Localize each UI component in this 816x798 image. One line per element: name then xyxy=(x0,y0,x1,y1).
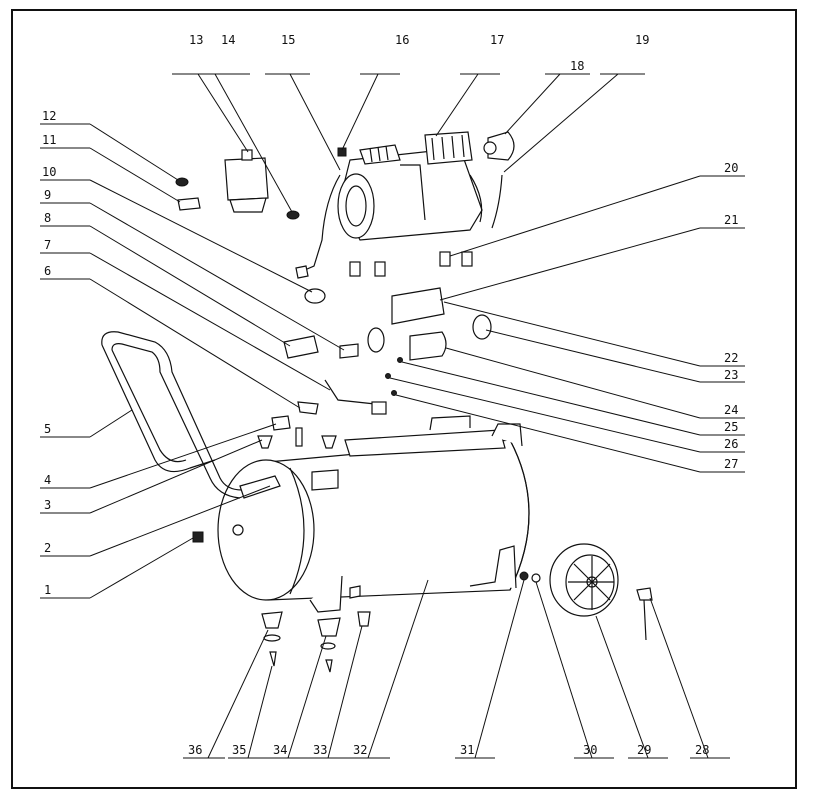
bolt-35 xyxy=(269,651,277,667)
fitting-12 xyxy=(175,177,189,187)
fitting-16 xyxy=(337,147,347,157)
foot-34 xyxy=(317,617,341,637)
pressure-switch xyxy=(224,149,269,213)
label-32: 32 xyxy=(353,743,367,757)
ring-left xyxy=(367,327,385,353)
label-2: 2 xyxy=(44,541,51,555)
air-filter xyxy=(483,131,515,161)
label-5: 5 xyxy=(44,422,51,436)
label-21: 21 xyxy=(724,213,738,227)
clamp-11 xyxy=(177,197,201,211)
regulator-8 xyxy=(283,335,319,359)
cover-21 xyxy=(391,287,445,325)
label-27: 27 xyxy=(724,457,738,471)
label-31: 31 xyxy=(460,743,474,757)
fitting-6 xyxy=(297,401,319,415)
label-25: 25 xyxy=(724,420,738,434)
label-13: 13 xyxy=(189,33,203,47)
valve-7 xyxy=(371,401,387,415)
fitting-33 xyxy=(357,611,371,627)
label-18: 18 xyxy=(570,59,584,73)
rubber-feet-20 xyxy=(349,251,473,277)
handle xyxy=(101,331,281,499)
label-9: 9 xyxy=(44,188,51,202)
label-33: 33 xyxy=(313,743,327,757)
label-12: 12 xyxy=(42,109,56,123)
axle-28 xyxy=(636,587,653,641)
label-36: 36 xyxy=(188,743,202,757)
label-4: 4 xyxy=(44,473,51,487)
washer-30 xyxy=(531,573,541,583)
plug-1 xyxy=(192,531,204,543)
leader-lines xyxy=(40,73,745,759)
wheel-29 xyxy=(549,543,619,617)
cap-10 xyxy=(304,288,326,304)
label-16: 16 xyxy=(395,33,409,47)
label-35: 35 xyxy=(232,743,246,757)
ring-23 xyxy=(472,314,492,340)
nut-31 xyxy=(519,571,529,581)
label-28: 28 xyxy=(695,743,709,757)
label-19: 19 xyxy=(635,33,649,47)
foot-36 xyxy=(261,611,283,629)
label-24: 24 xyxy=(724,403,738,417)
label-34: 34 xyxy=(273,743,287,757)
label-10: 10 xyxy=(42,165,56,179)
label-3: 3 xyxy=(44,498,51,512)
cylinder-24 xyxy=(409,331,447,361)
hose-15 xyxy=(299,174,341,273)
label-11: 11 xyxy=(42,133,56,147)
label-8: 8 xyxy=(44,211,51,225)
label-14: 14 xyxy=(221,33,235,47)
diagram-frame xyxy=(11,9,797,789)
part-numbers: 1 2 3 4 5 6 7 8 9 10 11 12 13 14 15 16 1… xyxy=(42,33,738,757)
tube-19 xyxy=(491,174,503,229)
compressor-motor xyxy=(337,131,483,241)
label-29: 29 xyxy=(637,743,651,757)
label-26: 26 xyxy=(724,437,738,451)
label-17: 17 xyxy=(490,33,504,47)
fitting-9 xyxy=(339,343,359,359)
label-6: 6 xyxy=(44,264,51,278)
label-23: 23 xyxy=(724,368,738,382)
air-tank xyxy=(217,415,530,613)
fitting-14 xyxy=(286,210,300,220)
tee-4 xyxy=(271,415,291,431)
knob-3 xyxy=(257,435,273,449)
label-20: 20 xyxy=(724,161,738,175)
label-1: 1 xyxy=(44,583,51,597)
label-7: 7 xyxy=(44,238,51,252)
label-22: 22 xyxy=(724,351,738,365)
label-15: 15 xyxy=(281,33,295,47)
label-30: 30 xyxy=(583,743,597,757)
